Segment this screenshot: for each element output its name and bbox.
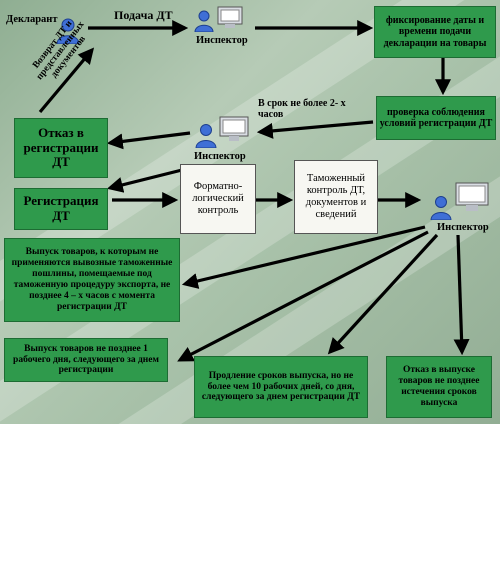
deadline-label: В срок не более 2- х часов [258, 98, 346, 120]
format-control-box: Форматно-логический контроль [180, 164, 256, 234]
fix-date-box: фиксирование даты и времени подачи декла… [374, 6, 496, 58]
flow-arrows [38, 20, 470, 362]
arrow-return [38, 47, 95, 114]
arrow-to-release-1day [177, 230, 429, 362]
arrow-to-extension [327, 233, 439, 355]
arrow-to-refusal [106, 131, 191, 150]
person-icon [56, 18, 80, 49]
arrow-to-inspector-mid [256, 120, 374, 139]
submit-dt-label: Подача ДТ [114, 8, 173, 22]
arrow-to-refusal-release [453, 234, 470, 356]
computer-icon [218, 116, 250, 149]
check-conditions-box: проверка соблюдения условий регистрации … [376, 96, 496, 140]
release-1day-box: Выпуск товаров не позднее 1 рабочего дня… [4, 338, 168, 382]
arrow-to-release-export [181, 225, 426, 289]
person-icon [430, 196, 452, 225]
inspector-top-label: Инспектор [196, 35, 248, 46]
computer-icon [216, 6, 244, 35]
refusal-release-box: Отказ в выпуске товаров не позднее истеч… [386, 356, 492, 418]
person-icon [195, 124, 217, 153]
registration-box: Регистрация ДТ [14, 188, 108, 230]
declarant-label: Декларант [6, 14, 58, 25]
computer-icon [454, 182, 490, 219]
inspector-mid-label: Инспектор [194, 151, 246, 162]
refusal-registration-box: Отказ в регистрации ДТ [14, 118, 108, 178]
release-export-box: Выпуск товаров, к которым не применяются… [4, 238, 180, 322]
person-icon [194, 10, 214, 37]
extension-box: Продление сроков выпуска, но не более че… [194, 356, 368, 418]
arrow-to-registration [106, 166, 191, 193]
inspector-right-label: Инспектор [437, 222, 489, 233]
diagram-canvas: Декларант Подача ДТ Инспектор Возврат ДТ… [0, 0, 500, 424]
customs-control-box: Таможенный контроль ДТ, документов и све… [294, 160, 378, 234]
